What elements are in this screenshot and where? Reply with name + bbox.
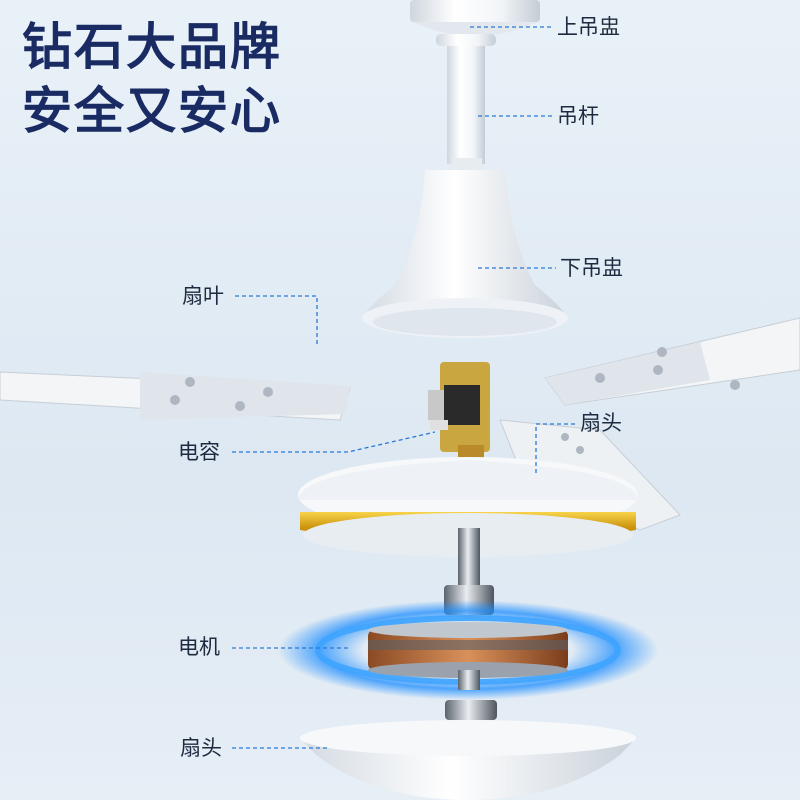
leader-head-top (535, 423, 575, 475)
fan-blade-left (0, 371, 351, 421)
label-lower-canopy: 下吊盅 (560, 256, 623, 280)
capacitor (428, 362, 490, 461)
label-downrod: 吊杆 (557, 104, 599, 128)
bearing (445, 700, 497, 720)
label-capacitor: 电容 (178, 440, 220, 464)
leader-lines (232, 26, 575, 749)
headline-line-2: 安全又安心 (22, 82, 282, 140)
leader-blade (235, 295, 318, 345)
label-head-top: 扇头 (580, 411, 622, 435)
downrod (436, 34, 496, 172)
label-motor: 电机 (178, 635, 220, 659)
headline-line-1: 钻石大品牌 (22, 18, 282, 76)
motor (278, 600, 658, 700)
leader-capacitor (232, 431, 436, 453)
upper-canopy (410, 0, 540, 36)
label-head-bottom: 扇头 (180, 736, 222, 760)
fan-head-bottom (300, 720, 636, 800)
fan-blade-right (544, 317, 800, 406)
lower-canopy (362, 170, 568, 338)
label-upper-canopy: 上吊盅 (557, 15, 620, 39)
label-blade: 扇叶 (182, 284, 224, 308)
